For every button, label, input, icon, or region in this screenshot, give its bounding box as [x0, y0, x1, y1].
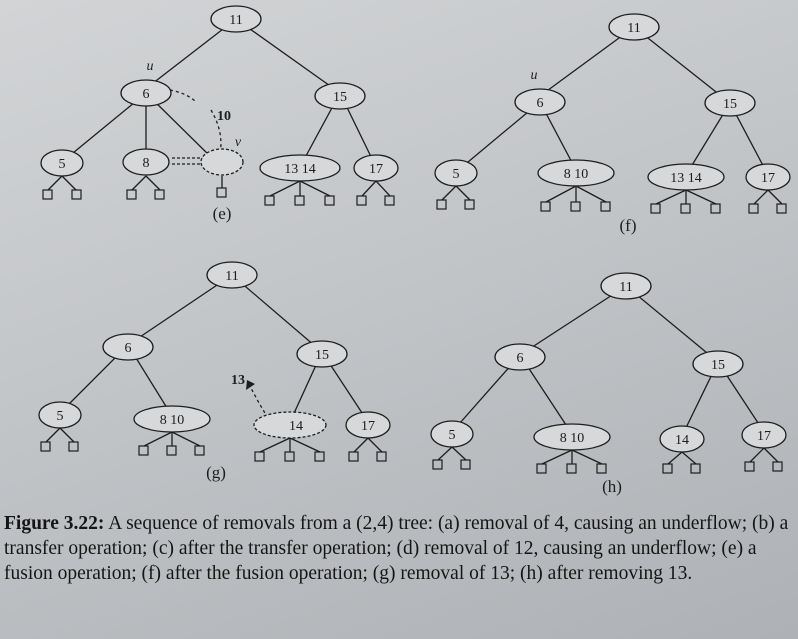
leaf-g-1: 5 — [57, 409, 64, 424]
node-e-u: 6 — [143, 87, 150, 102]
leaf-e-2: 8 — [143, 156, 150, 171]
leaf-e-1: 5 — [59, 157, 66, 172]
label-f-u: u — [531, 68, 538, 83]
caption-h: (h) — [602, 477, 622, 496]
caption-e: (e) — [213, 204, 232, 223]
node-h-root: 11 — [619, 280, 632, 295]
leaf-h-3: 14 — [675, 433, 689, 448]
label-e-u: u — [147, 59, 154, 74]
arrow-e-key: 10 — [217, 109, 231, 124]
leaf-f-2: 8 10 — [564, 167, 589, 182]
figure-caption: Figure 3.22: A sequence of removals from… — [4, 511, 796, 586]
leaf-f-1: 5 — [453, 167, 460, 182]
node-h-right: 15 — [711, 358, 725, 373]
leaf-f-3: 13 14 — [670, 171, 702, 186]
node-f-right: 15 — [723, 97, 737, 112]
node-g-right: 15 — [315, 348, 329, 363]
leaf-e-3: 13 14 — [284, 162, 316, 177]
leaf-h-4: 17 — [757, 429, 771, 444]
node-g-root: 11 — [225, 269, 238, 284]
leaf-e-4: 17 — [369, 162, 383, 177]
leaf-g-2: 8 10 — [160, 413, 185, 428]
node-f-u: 6 — [537, 96, 544, 111]
tree-diagrams: 11 6 15 5 8 13 14 17 u v 10 (e) 11 6 15 … — [38, 5, 791, 496]
leaf-g-3: 14 — [289, 419, 303, 434]
node-g-left: 6 — [125, 341, 132, 356]
figure-number: Figure 3.22: — [4, 513, 105, 534]
leaf-h-1: 5 — [449, 428, 456, 443]
leaf-h-2: 8 10 — [560, 431, 585, 446]
node-e-root: 11 — [229, 13, 242, 28]
figure-caption-text: A sequence of removals from a (2,4) tree… — [4, 513, 789, 584]
node-h-left: 6 — [517, 351, 524, 366]
arrow-g-key: 13 — [231, 373, 245, 388]
caption-f: (f) — [620, 216, 637, 235]
caption-g: (g) — [206, 463, 226, 482]
leaf-f-4: 17 — [761, 171, 775, 186]
node-f-root: 11 — [627, 21, 640, 36]
leaf-g-4: 17 — [361, 419, 375, 434]
node-e-right: 15 — [333, 90, 347, 105]
label-e-v: v — [235, 135, 242, 150]
